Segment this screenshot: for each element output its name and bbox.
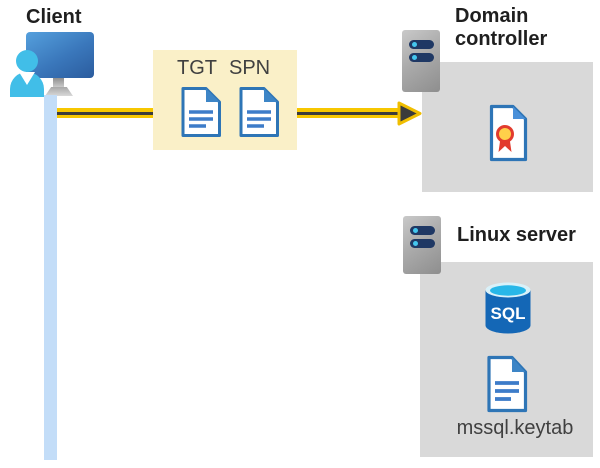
domain-controller-server-icon bbox=[402, 30, 440, 92]
sql-label: SQL bbox=[491, 304, 526, 323]
domain-controller-label: Domain controller bbox=[455, 5, 548, 50]
server-drive-bar bbox=[409, 53, 434, 62]
keytab-filename-label: mssql.keytab bbox=[456, 417, 574, 439]
arrowhead-icon bbox=[397, 101, 422, 126]
certificate-icon bbox=[489, 104, 528, 162]
server-drive-bar bbox=[410, 226, 435, 235]
monitor-stand-base bbox=[45, 87, 73, 96]
sql-database-icon: SQL bbox=[485, 282, 531, 334]
tgt-document-icon bbox=[181, 87, 221, 137]
keytab-document-icon bbox=[487, 355, 528, 413]
person-collar bbox=[19, 72, 35, 85]
person-icon bbox=[16, 50, 38, 72]
spn-document-icon bbox=[239, 87, 279, 137]
monitor-icon bbox=[26, 32, 94, 78]
client-label: Client bbox=[26, 6, 82, 28]
linux-server-label: Linux server bbox=[457, 224, 576, 246]
client-timeline-line bbox=[44, 95, 57, 460]
server-drive-bar bbox=[409, 40, 434, 49]
linux-server-icon bbox=[403, 216, 441, 274]
monitor-stand-neck bbox=[53, 78, 64, 87]
spn-label: SPN bbox=[229, 57, 271, 79]
server-drive-bar bbox=[410, 239, 435, 248]
ticket-box: TGT SPN bbox=[153, 50, 297, 150]
tgt-label: TGT bbox=[177, 57, 217, 79]
